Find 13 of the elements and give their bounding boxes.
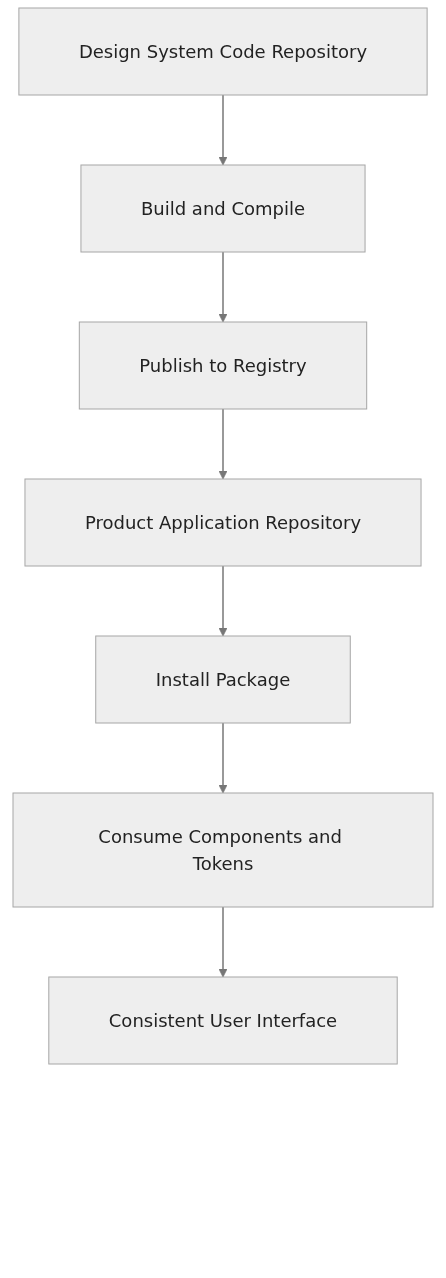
node-box: Consume Components and Tokens (12, 792, 434, 908)
node-box: Product Application Repository (24, 478, 422, 567)
node-box: Publish to Registry (78, 321, 368, 410)
node-box: Design System Code Repository (18, 7, 428, 96)
arrow (218, 94, 228, 166)
arrow (218, 722, 228, 794)
arrow (218, 906, 228, 978)
node-box: Install Package (95, 635, 351, 724)
arrow (218, 408, 228, 480)
arrow (218, 565, 228, 637)
node-box: Consistent User Interface (48, 976, 398, 1065)
node-box: Build and Compile (80, 164, 366, 253)
arrow (218, 251, 228, 323)
